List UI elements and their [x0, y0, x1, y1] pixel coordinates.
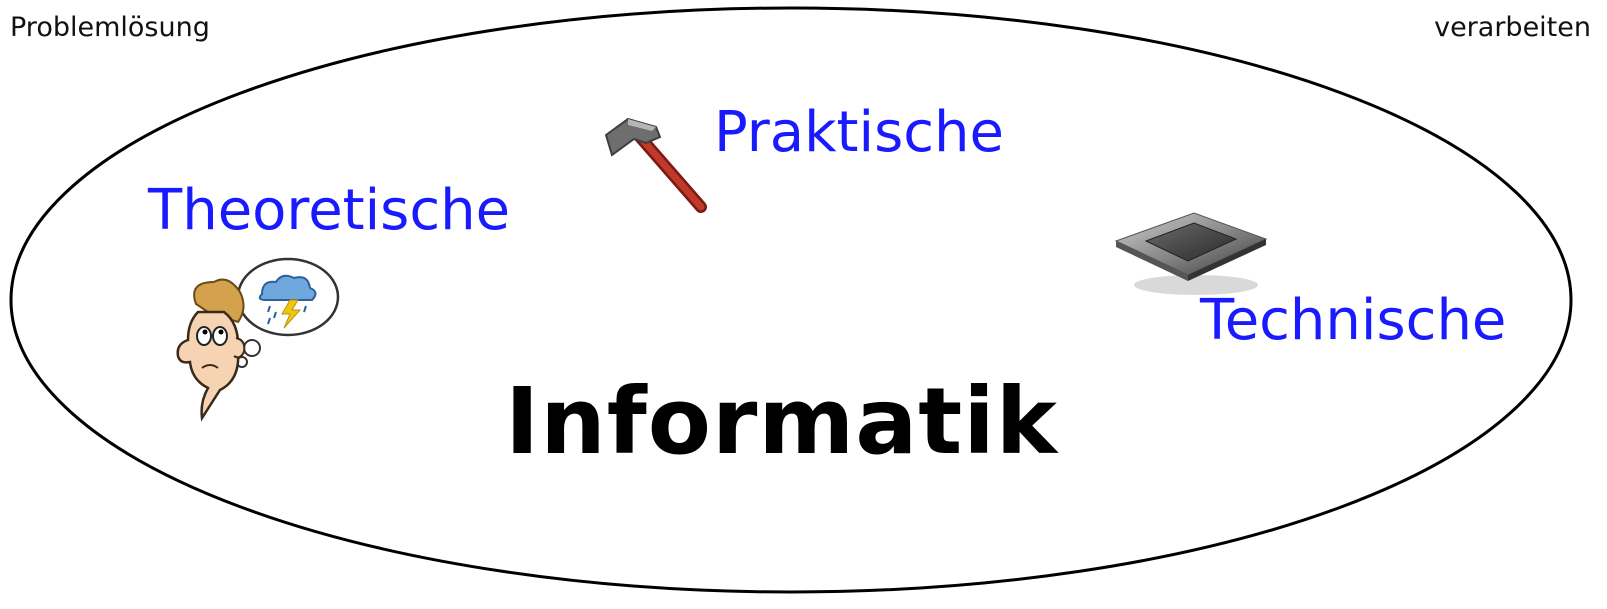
corner-label-verarbeiten: verarbeiten: [1434, 12, 1591, 43]
branch-label-technische: Technische: [1200, 288, 1507, 353]
thinking-person-icon: [158, 252, 343, 426]
main-title-informatik: Informatik: [505, 368, 1058, 475]
branch-label-praktische: Praktische: [714, 100, 1004, 165]
corner-label-problemloesung: Problemlösung: [10, 12, 210, 43]
cpu-chip-icon: [1108, 205, 1273, 304]
branch-label-theoretische: Theoretische: [148, 178, 511, 243]
hammer-icon: [598, 105, 713, 224]
